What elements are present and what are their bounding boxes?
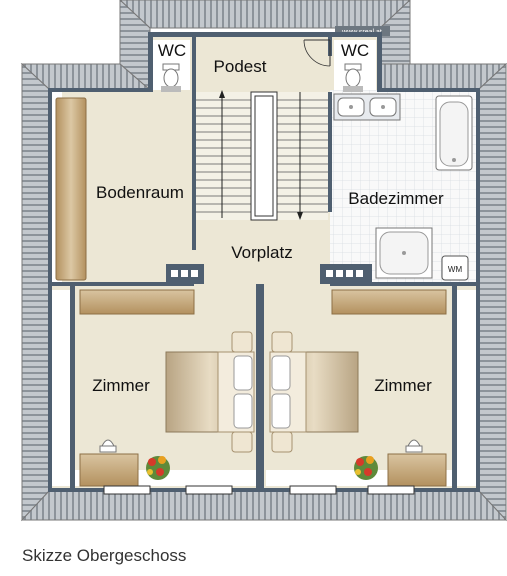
room-label-bodenraum: Bodenraum (96, 183, 184, 202)
staircase (196, 90, 328, 221)
plant-left (146, 456, 170, 480)
washing-machine: WM (441, 255, 469, 281)
room-label-wc-right: WC (341, 41, 369, 60)
chimney-right (320, 264, 372, 284)
room-label-zimmer-left: Zimmer (92, 376, 150, 395)
windows-bottom (103, 485, 415, 495)
toilet-right (343, 63, 363, 92)
room-label-zimmer-right: Zimmer (374, 376, 432, 395)
bed-left (165, 331, 255, 453)
bed-right (269, 331, 359, 453)
watermark-bg (335, 26, 390, 36)
plant-right (354, 456, 378, 480)
shower-tray (375, 227, 433, 279)
storage-cabinet (55, 97, 87, 281)
floor-plan: www.sreal.at (20, 0, 507, 522)
chimney-left (166, 264, 204, 284)
desk-left (79, 439, 139, 487)
room-label-wc-left: WC (158, 41, 186, 60)
bathtub (435, 95, 473, 171)
plan-caption: Skizze Obergeschoss (22, 546, 187, 565)
wardrobe-left (79, 289, 195, 315)
double-sink (333, 93, 401, 121)
desk-right (387, 439, 447, 487)
room-label-podest: Podest (214, 57, 267, 76)
toilet-left (161, 63, 181, 92)
wm-label: WM (448, 265, 463, 274)
room-label-badezimmer: Badezimmer (348, 189, 444, 208)
room-label-vorplatz: Vorplatz (231, 243, 292, 262)
wardrobe-right (331, 289, 447, 315)
podest-door (303, 39, 331, 67)
walls (48, 32, 480, 492)
